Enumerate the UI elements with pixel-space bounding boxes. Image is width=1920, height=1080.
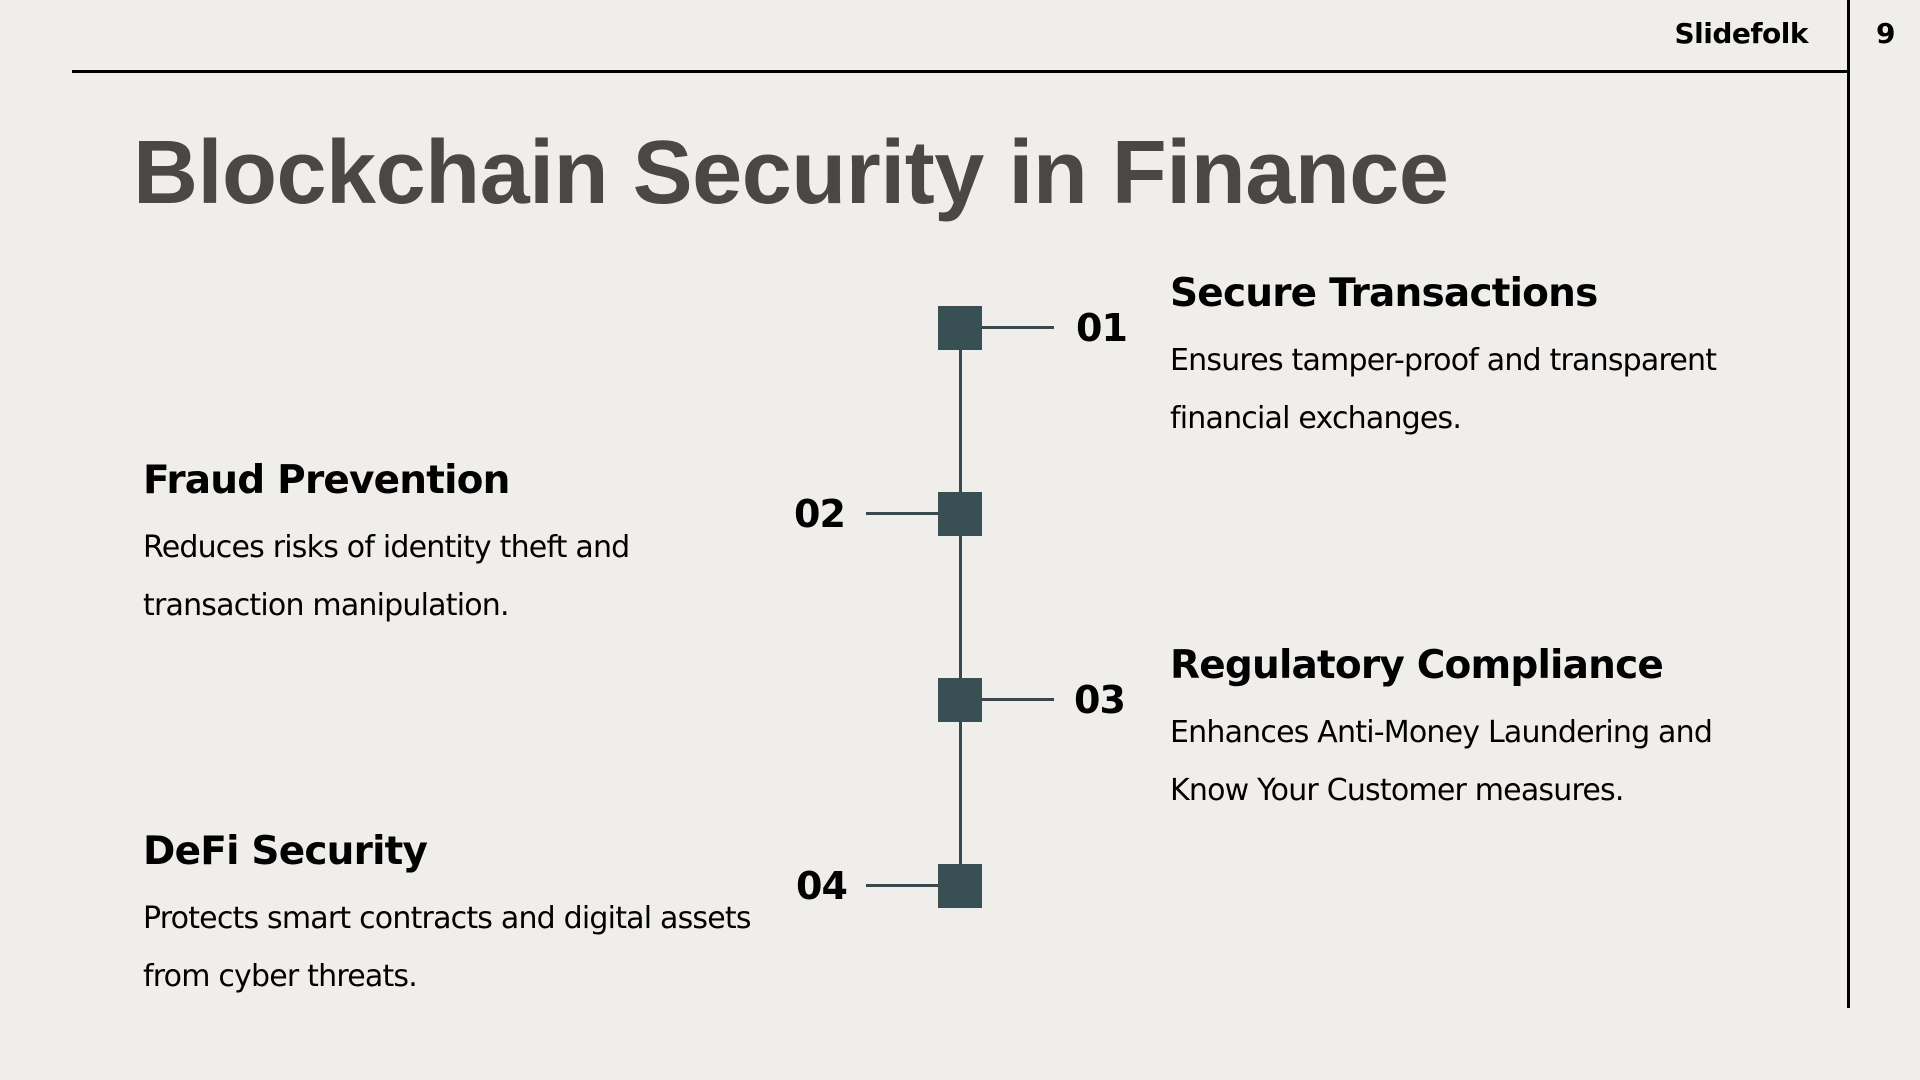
brand-name: Slidefolk [1674, 17, 1808, 50]
right-margin-divider [1847, 0, 1850, 1008]
item-heading: DeFi Security [143, 829, 428, 874]
timeline-connector-03 [982, 698, 1054, 701]
timeline-connector-04 [866, 884, 938, 887]
item-description: Protects smart contracts and digital ass… [143, 901, 752, 994]
slide-title: Blockchain Security in Finance [133, 123, 1449, 223]
timeline-node-01 [938, 306, 982, 350]
timeline-item-fraud-prevention: Fraud Prevention Reduces risks of identi… [143, 455, 763, 635]
step-number-01: 01 [1076, 306, 1128, 350]
item-heading: Regulatory Compliance [1170, 643, 1664, 688]
timeline-node-03 [938, 678, 982, 722]
timeline-connector-02 [866, 512, 938, 515]
step-number-03: 03 [1074, 678, 1126, 722]
item-description: Enhances Anti-Money Laundering and Know … [1170, 715, 1713, 808]
header-divider [72, 70, 1848, 73]
timeline-item-defi-security: DeFi Security Protects smart contracts a… [143, 826, 763, 1006]
timeline-connector-01 [982, 326, 1054, 329]
item-description: Reduces risks of identity theft and tran… [143, 530, 630, 623]
timeline-node-02 [938, 492, 982, 536]
timeline-item-secure-transactions: Secure Transactions Ensures tamper-proof… [1170, 268, 1790, 448]
page-number: 9 [1876, 17, 1896, 50]
item-heading: Secure Transactions [1170, 271, 1598, 316]
step-number-04: 04 [796, 864, 848, 908]
timeline-spine [959, 327, 962, 885]
timeline-item-regulatory-compliance: Regulatory Compliance Enhances Anti-Mone… [1170, 640, 1790, 820]
item-heading: Fraud Prevention [143, 458, 510, 503]
item-description: Ensures tamper-proof and transparent fin… [1170, 343, 1717, 436]
timeline-node-04 [938, 864, 982, 908]
step-number-02: 02 [794, 492, 846, 536]
